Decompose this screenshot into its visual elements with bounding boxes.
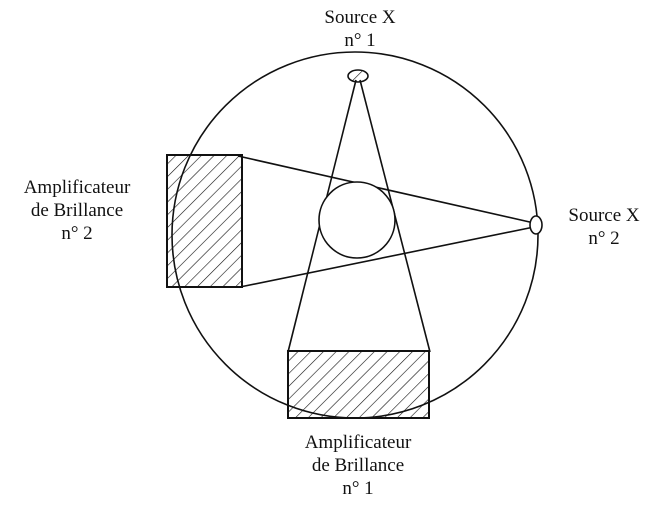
amplifier-2-label-line3: n° 2	[61, 223, 93, 244]
amplifier-1-label-line2: de Brillance	[311, 455, 405, 476]
amplifier-2-label: Amplificateur de Brillance n° 2	[2, 176, 152, 245]
source-2-label: Source X n° 2	[552, 204, 651, 250]
source-2-label-line2: n° 2	[588, 228, 620, 249]
amplifier-2-label-line1: Amplificateur	[23, 177, 131, 198]
source-2-label-line1: Source X	[568, 205, 640, 226]
amplifier-1-label-line1: Amplificateur	[304, 432, 412, 453]
source-2-marker	[529, 215, 543, 235]
amplifier-2-box	[166, 154, 243, 288]
beam-2-bottom-edge	[239, 226, 535, 288]
object-circle	[318, 181, 396, 259]
amplifier-1-label: Amplificateur de Brillance n° 1	[282, 431, 434, 500]
amplifier-1-label-line3: n° 1	[342, 478, 374, 499]
source-1-label-line2: n° 1	[344, 30, 376, 51]
amplifier-1-box	[287, 350, 430, 419]
source-1-label: Source X n° 1	[298, 6, 422, 52]
amplifier-2-label-line2: de Brillance	[30, 200, 124, 221]
source-1-label-line1: Source X	[324, 7, 396, 28]
beam-2-top-edge	[237, 155, 535, 224]
source-1-marker	[347, 69, 369, 83]
